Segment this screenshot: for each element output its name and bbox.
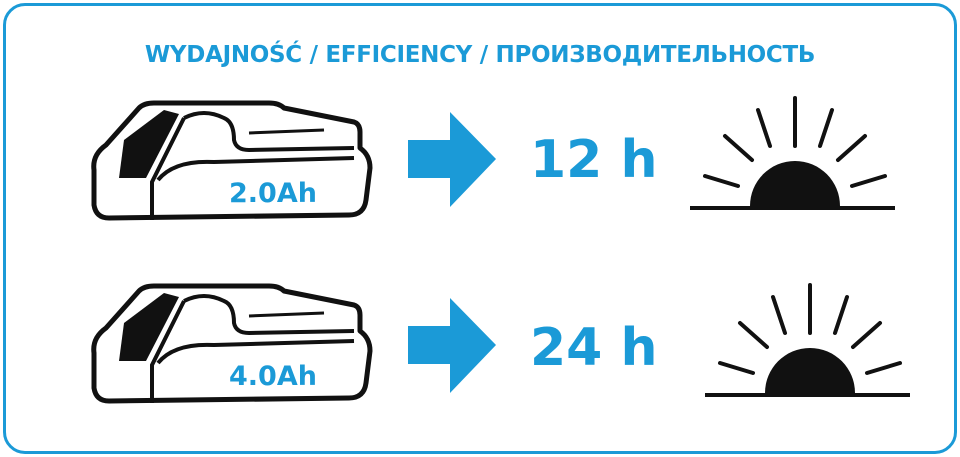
battery-icon: 2.0Ah [94, 103, 370, 220]
row-1: 2.0Ah [94, 96, 897, 220]
battery-capacity: 2.0Ah [229, 178, 317, 209]
battery-icon: 4.0Ah [94, 286, 370, 403]
sun-icon [703, 283, 912, 397]
arrow-right-icon [408, 298, 496, 393]
runtime-label: 12 h [530, 130, 658, 190]
title: WYDAJNOŚĆ / EFFICIENCY / ПРОИЗВОДИТЕЛЬНО… [144, 42, 816, 68]
row-2: 4.0Ah [94, 283, 912, 403]
runtime-label: 24 h [530, 318, 658, 378]
infographic-frame [3, 3, 957, 454]
battery-capacity: 4.0Ah [229, 361, 317, 392]
sun-icon [688, 96, 897, 210]
arrow-right-icon [408, 112, 496, 207]
